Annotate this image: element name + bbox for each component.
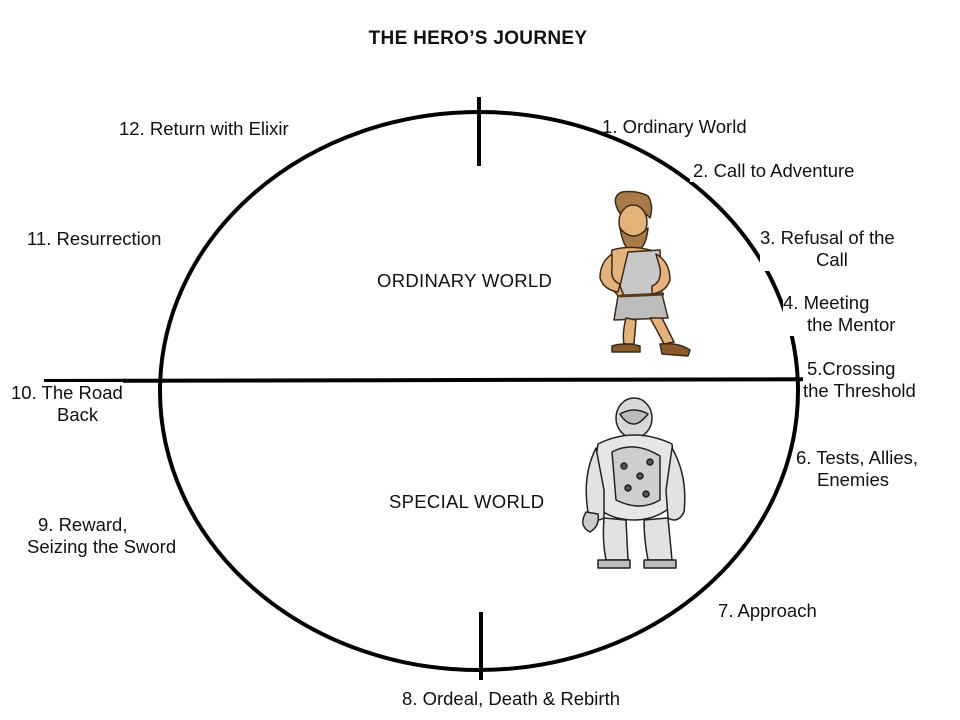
stage-2-label: 2. Call to Adventure (690, 160, 855, 182)
ordinary-world-label: ORDINARY WORLD (377, 270, 553, 291)
diagram-title: THE HERO’S JOURNEY (368, 28, 588, 49)
threshold-line (43, 377, 916, 383)
stage-1-label: 1. Ordinary World (602, 116, 747, 137)
stage-9-label: 9. Reward, Seizing the Sword (27, 514, 177, 558)
journey-ellipse (158, 110, 800, 672)
stage-11-label: 11. Resurrection (27, 228, 162, 249)
hero-figure-illustration (599, 190, 691, 357)
stage-10-label: 10. The Road Back (11, 382, 123, 426)
stage-8-label: 8. Ordeal, Death & Rebirth (402, 688, 620, 710)
stage-3-label: 3. Refusal of the Call (760, 227, 895, 271)
stage-5-label: 5.Crossing the Threshold (803, 358, 916, 402)
stage-7-label: 7. Approach (718, 600, 817, 621)
stage-6-label: 6. Tests, Allies, Enemies (796, 447, 919, 490)
stage-4-label: 4. Meeting the Mentor (783, 292, 896, 336)
stage-12-label: 12. Return with Elixir (119, 118, 289, 139)
ogre-figure-illustration (582, 397, 686, 569)
special-world-label: SPECIAL WORLD (389, 491, 545, 512)
